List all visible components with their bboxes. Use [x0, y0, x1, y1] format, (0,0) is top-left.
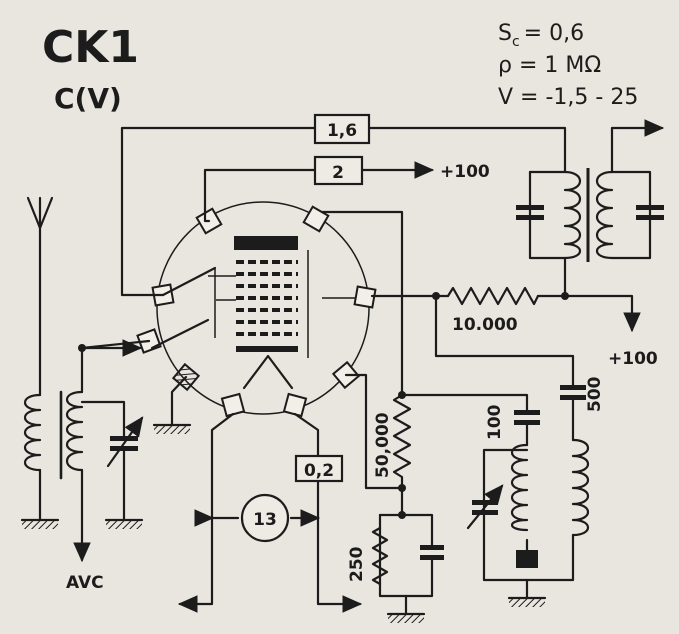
- heater-voltage-label: 13: [253, 510, 277, 530]
- tube-envelope: [156, 201, 370, 415]
- ground-symbols: [20, 423, 547, 623]
- spec-sc-label: Sc= 0,6: [498, 21, 584, 50]
- resistor-250-label: 250: [347, 546, 367, 582]
- capacitor-500: [560, 385, 586, 400]
- box-heater-label: 0,2: [304, 461, 334, 481]
- tube-title: CK1: [42, 22, 139, 73]
- avc-label: AVC: [66, 573, 104, 593]
- cathode-capacitor: [420, 545, 444, 560]
- tube-subtitle: C(V): [54, 82, 122, 115]
- spec-voltage: V = -1,5 - 25: [498, 85, 638, 110]
- supply-top-label: +100: [440, 162, 490, 182]
- box-1-6: [313, 113, 371, 145]
- resistor-10000-label: 10.000: [452, 315, 518, 335]
- tube-electrodes: [208, 236, 362, 390]
- resistor-10000: [446, 286, 540, 306]
- oscillator-coils: [510, 438, 590, 537]
- resistor-250: [371, 526, 389, 586]
- if-transformer: [516, 148, 664, 270]
- resistor-50000-label: 50,000: [373, 412, 393, 478]
- junction-dots: [78, 292, 569, 519]
- box-1-6-label: 1,6: [327, 121, 357, 141]
- spec-rho: ρ = 1 MΩ: [498, 53, 601, 78]
- variable-capacitor-input: [106, 416, 144, 470]
- capacitor-100: [514, 410, 540, 425]
- capacitor-100-label: 100: [485, 404, 505, 440]
- input-coils: [23, 390, 84, 480]
- tube-pins: [136, 205, 377, 418]
- capacitor-500-label: 500: [585, 376, 605, 412]
- box-heater: [294, 454, 344, 483]
- box-2-label: 2: [332, 163, 344, 183]
- heater-voltage-circle: [240, 493, 290, 543]
- variable-capacitor-osc: [466, 484, 504, 530]
- trimmer-block: [516, 550, 538, 568]
- box-2: [313, 155, 364, 186]
- resistor-50000: [392, 393, 412, 482]
- supply-right-label: +100: [608, 349, 658, 369]
